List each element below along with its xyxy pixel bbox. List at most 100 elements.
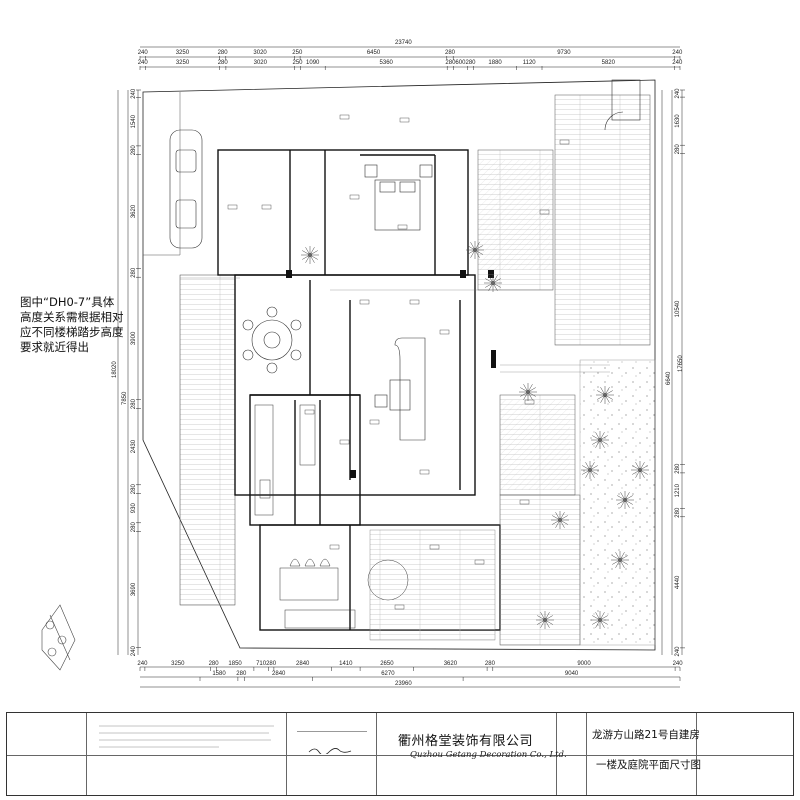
dim-label: 280 (445, 50, 456, 56)
drawing-name: 一楼及庭院平面尺寸图 (596, 759, 701, 771)
company-name-cn: 衢州格堂装饰有限公司 (398, 734, 534, 749)
project-name: 龙游方山路21号自建房 (592, 729, 700, 741)
room-tag (329, 544, 340, 550)
room-tag (339, 114, 350, 120)
room-tag (539, 209, 550, 215)
plant (484, 274, 502, 292)
dim-label: 3250 (176, 50, 190, 56)
dim-label: 2650 (380, 661, 394, 667)
room-tag (397, 224, 408, 230)
dim-label: 280 (131, 398, 137, 409)
dim-label: 3020 (253, 50, 267, 56)
dim-label: 3690 (131, 582, 137, 596)
title-block (6, 712, 794, 796)
dim-label: 240 (138, 50, 149, 56)
dim-label: 3620 (444, 661, 458, 667)
tb-cell-stamp (287, 713, 377, 795)
dining-table (242, 306, 302, 374)
note-line-2: 高度关系需根据相对 (20, 310, 124, 324)
height-note: 图中“DH0-7”具体 高度关系需根据相对 应不同楼梯踏步高度 要求就近得出 (20, 295, 132, 355)
dim-label: 240 (131, 646, 137, 657)
dim-label: 280 (266, 661, 277, 667)
building-walls (217, 149, 501, 631)
room-tag (399, 117, 410, 123)
dim-label: 3900 (131, 331, 137, 345)
room-tag (474, 559, 485, 565)
plant (596, 386, 614, 404)
room-tag (429, 544, 440, 550)
dim-label: 280 (131, 522, 137, 533)
dim-label: 930 (131, 503, 137, 514)
tb-small-print (99, 723, 279, 751)
left-total-dim: 18020 (112, 361, 118, 378)
company-name-en: Quzhou Getang Decoration Co., Ltd. (410, 750, 567, 760)
dim-label: 3620 (131, 204, 137, 218)
plant (551, 511, 569, 529)
room-tag (359, 299, 370, 305)
structural-columns (286, 270, 496, 478)
tb-divider (7, 755, 793, 756)
dim-label: 240 (672, 60, 683, 66)
top-total-dim: 23740 (395, 40, 412, 46)
room-tag (439, 329, 450, 335)
dim-label: 280 (236, 671, 247, 677)
plant (591, 611, 609, 629)
dim-label: 6450 (367, 50, 381, 56)
dim-label: 3020 (254, 60, 268, 66)
dim-label: 1850 (228, 661, 242, 667)
site-boundary (142, 79, 656, 651)
left-dimensions (117, 90, 139, 655)
plant (519, 383, 537, 401)
room-tag (394, 604, 405, 610)
dim-label: 3250 (171, 661, 185, 667)
dim-label: 280 (209, 661, 220, 667)
lawn-lower (369, 529, 496, 641)
garden-plants (301, 241, 649, 629)
dim-label: 250 (292, 50, 303, 56)
plant (616, 491, 634, 509)
dim-label: 240 (673, 661, 684, 667)
dim-label: 280 (445, 60, 456, 66)
room-tag (227, 204, 238, 210)
dim-label: 250 (292, 60, 303, 66)
hatched-room-2 (500, 400, 570, 490)
tb-sign-line (297, 731, 367, 732)
dim-label: 1580 (212, 671, 226, 677)
dim-label: 3250 (176, 60, 190, 66)
dim-label: 280 (218, 50, 229, 56)
bottom-dimensions (140, 666, 680, 688)
tb-cell-meta (697, 713, 795, 795)
kitchen-counter (254, 404, 316, 516)
signature-mark (307, 739, 357, 756)
dim-label: 280 (131, 484, 137, 495)
deck-area-right-strip (554, 94, 651, 346)
garden-lawn (579, 359, 656, 646)
room-tag (339, 439, 350, 445)
dim-label: 280 (131, 267, 137, 278)
dim-label: 710 (256, 661, 267, 667)
dim-label: 280 (675, 507, 681, 518)
room-tag (519, 499, 530, 505)
dim-label: 240 (675, 88, 681, 99)
dim-label: 280 (485, 661, 496, 667)
plant (301, 246, 319, 264)
dim-label: 280 (131, 145, 137, 156)
tb-cell-company (377, 713, 557, 795)
annotation-lines (180, 277, 610, 373)
room-tags (227, 114, 570, 610)
left-walkway (179, 274, 236, 606)
tb-cell-1 (7, 713, 87, 795)
note-line-1: 图中“DH0-7”具体 (20, 295, 115, 309)
dim-label: 240 (137, 661, 148, 667)
plant (591, 431, 609, 449)
dim-label: 1120 (523, 60, 537, 66)
dim-label: 10540 (675, 300, 681, 317)
dim-label: 1540 (131, 114, 137, 128)
plant (536, 611, 554, 629)
dim-label: 280 (675, 144, 681, 155)
tb-cell-project (587, 713, 697, 795)
bottom-total-dim: 23960 (395, 681, 412, 687)
